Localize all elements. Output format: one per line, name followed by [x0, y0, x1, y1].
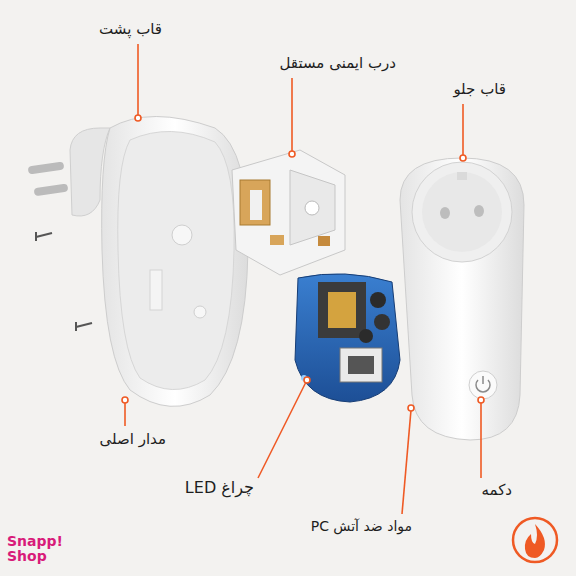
part-name: درب ایمنی مستقل — [279, 54, 396, 72]
front-shell — [400, 158, 524, 440]
part-name: قاب جلو — [453, 80, 506, 98]
back-shell — [28, 117, 248, 407]
fire-icon — [513, 518, 557, 562]
watermark: Snapp! — [7, 534, 63, 548]
part-name: چراغ LED — [185, 478, 254, 497]
leader-dots — [122, 115, 484, 411]
part-name: مواد ضد آتش PC — [311, 518, 412, 535]
part-name: دکمه — [481, 481, 512, 499]
leader-lines — [125, 44, 481, 514]
part-name: قاب پشت — [99, 20, 162, 38]
circuit-board — [295, 274, 400, 402]
screws — [36, 232, 92, 331]
watermark: Shop — [7, 549, 47, 563]
part-name: مدار اصلی — [100, 430, 166, 448]
safety-shutter — [232, 150, 345, 275]
